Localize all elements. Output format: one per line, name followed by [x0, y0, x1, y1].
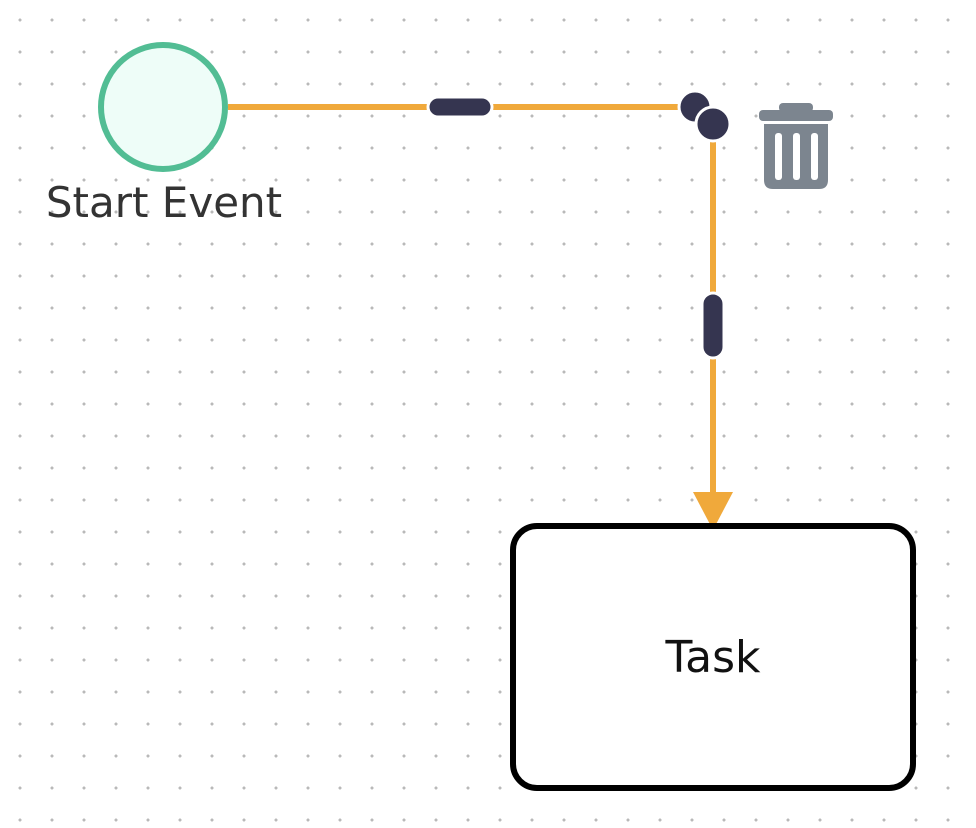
flow-arrowhead [693, 492, 733, 530]
trash-icon[interactable] [759, 103, 833, 189]
start-event-label: Start Event [45, 178, 283, 227]
sequence-flow[interactable] [228, 104, 733, 530]
segment-handle-vertical[interactable] [700, 291, 726, 360]
segment-handle-horizontal[interactable] [426, 95, 494, 119]
task-shape[interactable] [510, 523, 916, 791]
bend-point-handle[interactable] [694, 105, 732, 143]
start-event-shape[interactable] [98, 42, 228, 172]
